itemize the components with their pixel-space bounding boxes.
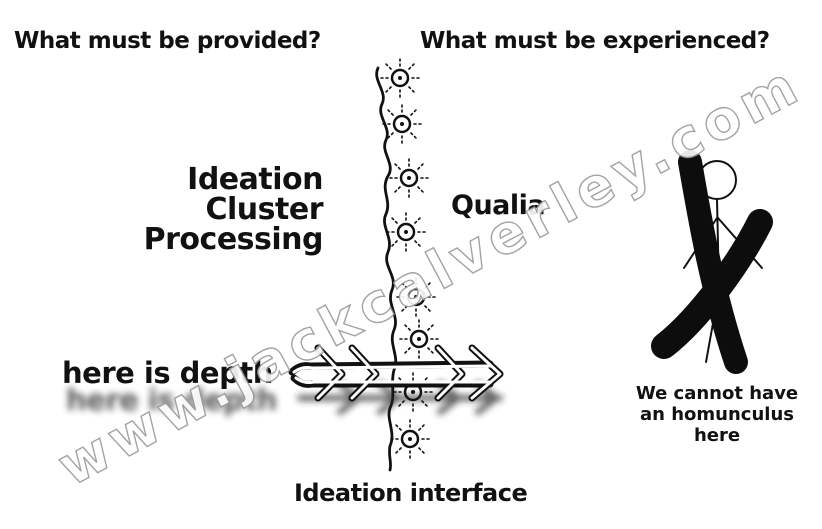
heading-provided: What must be provided? bbox=[14, 28, 321, 54]
ideation-line-3: Processing bbox=[143, 222, 324, 257]
feathered-arrow-icon bbox=[288, 344, 504, 402]
homunculus-line-3: here bbox=[693, 425, 741, 446]
ideation-line-1: Ideation bbox=[187, 162, 323, 197]
crossed-out-x-icon bbox=[651, 150, 773, 374]
depth-label: here is depth bbox=[62, 356, 273, 390]
depth-shadow-label: here is depth bbox=[66, 383, 277, 417]
ideation-line-2: Cluster bbox=[205, 192, 324, 227]
ideation-spine bbox=[375, 66, 398, 472]
homunculus-line-2: an homunculus bbox=[640, 404, 794, 425]
sunburst-node-icon bbox=[390, 370, 436, 414]
sunburst-node-icon bbox=[379, 102, 425, 146]
ideation-cluster-label: Ideation Cluster Processing bbox=[143, 162, 324, 257]
sunburst-node-icon bbox=[386, 156, 432, 200]
ideation-interface-label: Ideation interface bbox=[294, 479, 528, 507]
qualia-label: Qualia bbox=[451, 190, 546, 221]
homunculus-line-1: We cannot have bbox=[635, 383, 799, 404]
homunculus-caption: We cannot have an homunculus here bbox=[612, 383, 822, 446]
sunburst-node-icon bbox=[387, 417, 433, 461]
sunburst-node-icon bbox=[377, 56, 423, 100]
heading-experienced: What must be experienced? bbox=[420, 28, 770, 54]
sunburst-node-icon bbox=[396, 317, 442, 361]
